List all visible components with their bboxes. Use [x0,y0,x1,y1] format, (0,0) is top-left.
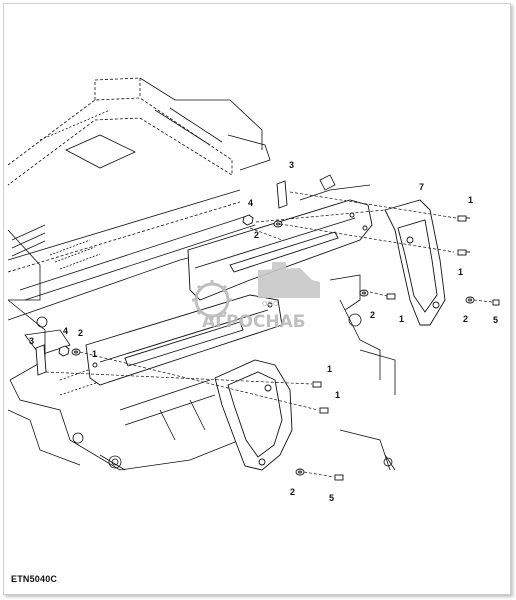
figure-code: ETN5040C [11,574,58,584]
callout-label: 2 [254,230,259,240]
bracket-upper [276,180,288,209]
washer-icon [295,468,305,476]
callout-label: 1 [327,364,332,374]
washer-icon [465,296,475,304]
callout-label: 5 [493,315,498,325]
callout-label: 7 [419,182,424,192]
bracket-left [35,344,47,376]
nut-icon [242,214,254,226]
leader-lines [45,191,493,478]
callout-label: 1 [468,195,473,205]
upper-shield [187,199,373,301]
lower-shield [85,294,283,386]
callout-label: 3 [29,336,34,346]
bolt-icon [312,381,322,388]
callout-labels: 1 1 1 1 1 1 2 2 2 2 2 3 3 4 4 5 5 7 [29,160,498,503]
callout-label: 2 [290,487,295,497]
callout-label: 1 [335,390,340,400]
tractor-icon [258,262,320,298]
right-end-cover [384,199,446,326]
bolt-icon [334,474,344,481]
callout-label: 4 [63,326,68,336]
bolt-icon [457,249,470,256]
washer-icon [71,348,81,356]
left-end-cover [214,359,293,471]
bolt-icon [319,407,329,414]
watermark: ООО АГРОСНАБ [192,262,320,332]
washer-icon [359,289,369,297]
callout-label: 1 [92,349,97,359]
fasteners [58,214,500,481]
callout-label: 2 [463,314,468,324]
callout-label: 4 [248,198,253,208]
callout-label: 2 [78,328,83,338]
bolt-icon [386,293,396,300]
callout-label: 1 [399,314,404,324]
nut-icon [58,345,70,357]
watermark-company: АГРОСНАБ [202,312,306,332]
bolt-icon [492,299,500,306]
gear-icon [192,280,232,320]
washer-icon [273,220,283,228]
callout-label: 3 [289,160,294,170]
watermark-prefix: ООО [262,300,279,308]
callout-label: 2 [370,310,375,320]
callout-label: 5 [329,493,334,503]
bolt-icon [457,215,470,222]
callout-label: 1 [458,267,463,277]
